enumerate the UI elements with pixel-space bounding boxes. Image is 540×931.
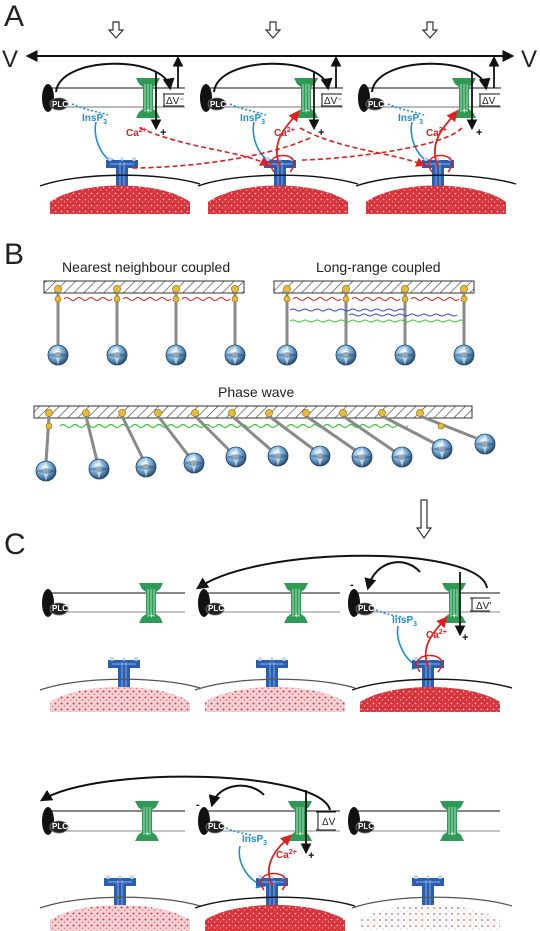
plc-label-c1: PLC: [52, 604, 68, 613]
plus-a3: +: [476, 127, 482, 139]
cell-unit-a3: [355, 55, 517, 214]
cell-unit-c3: [347, 572, 513, 712]
phase-wave-pendulums: [33, 405, 496, 482]
panel-a-label: A: [4, 0, 24, 33]
ca-label-c1: Ca2+: [426, 629, 447, 641]
ca-label-c2: Ca2+: [276, 849, 297, 861]
panel-b-label: B: [4, 238, 24, 271]
cell-unit-c1: [39, 582, 201, 712]
delta-v-c-top: ΔV': [476, 601, 491, 612]
plc-label-a1: PLC: [52, 100, 68, 109]
minus-c1: -: [350, 579, 354, 591]
cell-unit-a1: [39, 55, 201, 214]
delta-v-a1: ΔV⁻: [166, 96, 185, 107]
voltage-label-left: V: [2, 46, 18, 73]
ca-label-a3: Ca2+: [426, 127, 447, 139]
plc-label-c3: PLC: [358, 604, 374, 613]
plc-label-c2: PLC: [208, 604, 224, 613]
nearest-neighbour-title: Nearest neighbour coupled: [62, 259, 230, 275]
delta-v-a2: ΔV⁻: [324, 96, 343, 107]
plc-label-a2: PLC: [210, 100, 226, 109]
plc-label-c5: PLC: [208, 822, 224, 831]
phase-wave-title: Phase wave: [218, 384, 294, 400]
ca-coupling-dashed: [129, 127, 463, 169]
cell-unit-c4: [39, 800, 201, 931]
plus-c1: +: [462, 632, 468, 644]
ip3-label-c1: InsP3: [392, 615, 417, 628]
nearest-neighbour-pendulums: [43, 280, 246, 366]
panel-c-label: C: [4, 528, 26, 561]
labels-a: PLC PLC PLC ΔV⁻ ΔV⁻ ΔV InsP3 InsP3 InsP3…: [52, 96, 496, 139]
ca-label-a1: Ca2+: [126, 127, 147, 139]
cell-unit-a2: [197, 55, 359, 214]
ip3-label-a2: InsP3: [240, 113, 265, 126]
voltage-label-right: V: [521, 46, 537, 73]
plc-label-a3: PLC: [368, 100, 384, 109]
stimulus-arrows-a: [107, 21, 439, 39]
ip3-label-a3: InsP3: [398, 113, 423, 126]
minus-c2: -: [196, 799, 200, 811]
ip3-label-a1: InsP3: [82, 113, 107, 126]
plc-label-c4: PLC: [52, 822, 68, 831]
ca-label-a2: Ca2+: [274, 127, 295, 139]
stimulus-arrow-c: [415, 499, 433, 540]
plus-a2: +: [318, 127, 324, 139]
cell-unit-c2: [194, 582, 356, 712]
plus-c2: +: [308, 850, 314, 862]
panel-c-row2: PLC PLC PLC ΔV - + InsP3 Ca2+: [39, 775, 513, 931]
cell-unit-c5: [194, 790, 356, 931]
long-range-title: Long-range coupled: [316, 259, 441, 275]
ip3-label-c2: InsP3: [242, 834, 267, 847]
long-range-pendulums: [273, 280, 475, 366]
plc-label-c6: PLC: [358, 822, 374, 831]
panel-c-row1: PLC PLC PLC ΔV' - + InsP3 Ca2+: [39, 554, 513, 712]
delta-v-c-bottom: ΔV: [322, 817, 336, 828]
cell-unit-c6: [347, 800, 513, 931]
plus-a1: +: [160, 127, 166, 139]
delta-v-a3: ΔV: [482, 96, 496, 107]
